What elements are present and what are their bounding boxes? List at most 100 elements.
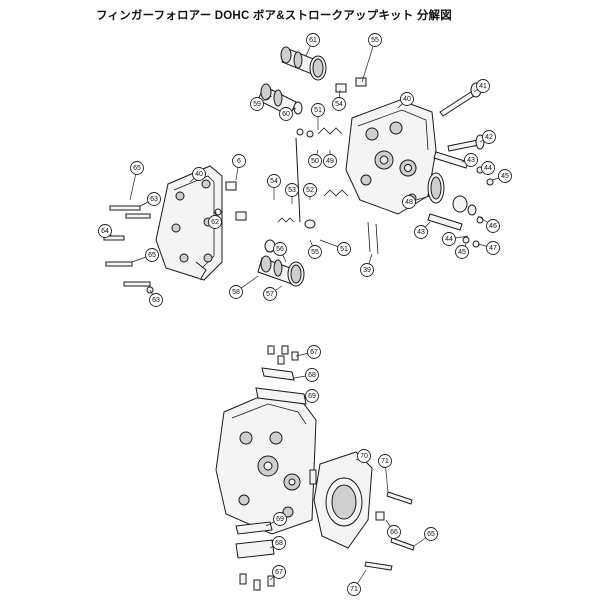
callout-55: 55 [368, 33, 382, 47]
callout-number: 65 [133, 165, 141, 172]
callout-number: 68 [275, 540, 283, 547]
callout-number: 42 [485, 134, 493, 141]
callout-51: 51 [337, 242, 351, 256]
callout-number: 40 [195, 171, 203, 178]
callout-number: 65 [427, 531, 435, 538]
callout-6: 6 [232, 154, 246, 168]
callout-number: 52 [306, 187, 314, 194]
callout-number: 44 [445, 236, 453, 243]
callout-67: 67 [307, 345, 321, 359]
callout-number: 45 [458, 249, 466, 256]
callout-number: 62 [211, 219, 219, 226]
callout-number: 71 [381, 458, 389, 465]
cam-sprocket [427, 172, 477, 216]
camshaft-top [280, 46, 327, 81]
callout-45: 45 [455, 245, 469, 259]
callout-59: 59 [250, 97, 264, 111]
callout-67: 67 [272, 565, 286, 579]
callout-number: 43 [417, 229, 425, 236]
callout-number: 69 [308, 393, 316, 400]
callout-70: 70 [357, 449, 371, 463]
callout-65: 65 [424, 527, 438, 541]
callout-61: 61 [306, 33, 320, 47]
callout-56: 56 [273, 242, 287, 256]
callout-43: 43 [414, 225, 428, 239]
callout-52: 52 [303, 183, 317, 197]
plates-top [255, 367, 307, 405]
callout-53: 53 [285, 183, 299, 197]
callout-number: 70 [360, 453, 368, 460]
callout-number: 66 [390, 529, 398, 536]
valve-small-parts [462, 166, 494, 248]
callout-43: 43 [464, 153, 478, 167]
bolts-right [309, 469, 415, 571]
callout-number: 63 [150, 196, 158, 203]
cam-cover-left [155, 165, 223, 281]
callout-58: 58 [229, 285, 243, 299]
callout-64: 64 [98, 224, 112, 238]
callout-55: 55 [308, 245, 322, 259]
callouts: 61 55 59 51 54 40 60 41 42 50 49 43 44 45 6 40 65 63 62 54 5… [98, 33, 512, 596]
callout-number: 65 [148, 252, 156, 259]
callout-number: 55 [311, 249, 319, 256]
callout-40: 40 [192, 167, 206, 181]
callout-65: 65 [130, 161, 144, 175]
callout-number: 68 [308, 372, 316, 379]
callout-number: 46 [489, 223, 497, 230]
callout-40: 40 [400, 92, 414, 106]
callout-number: 64 [101, 228, 109, 235]
callout-number: 40 [403, 96, 411, 103]
callout-number: 6 [237, 158, 241, 165]
callout-57: 57 [263, 287, 277, 301]
callout-number: 51 [314, 107, 322, 114]
callout-66: 66 [387, 525, 401, 539]
callout-68: 68 [272, 536, 286, 550]
callout-71: 71 [347, 582, 361, 596]
callout-leader [361, 39, 376, 83]
callout-number: 54 [335, 101, 343, 108]
callout-number: 61 [309, 37, 317, 44]
callout-number: 67 [275, 569, 283, 576]
callout-50: 50 [308, 154, 322, 168]
callout-number: 41 [479, 83, 487, 90]
callout-44: 44 [442, 232, 456, 246]
callout-47: 47 [486, 241, 500, 255]
page-title: フィンガーフォロアー DOHC ボア&ストロークアップキット 分解図 [96, 10, 452, 22]
callout-46: 46 [486, 219, 500, 233]
callout-number: 47 [489, 245, 497, 252]
cylinder-block-bottom [215, 393, 317, 535]
callout-number: 45 [501, 173, 509, 180]
callout-number: 58 [232, 289, 240, 296]
callout-number: 48 [405, 199, 413, 206]
callout-number: 63 [152, 297, 160, 304]
valves [439, 82, 485, 152]
callout-68: 68 [305, 368, 319, 382]
callout-number: 56 [276, 246, 284, 253]
callout-69: 69 [305, 389, 319, 403]
callout-60: 60 [279, 107, 293, 121]
callout-71: 71 [378, 454, 392, 468]
callout-number: 54 [270, 178, 278, 185]
callout-63: 63 [149, 293, 163, 307]
callout-number: 71 [350, 586, 358, 593]
callout-49: 49 [323, 154, 337, 168]
callout-51: 51 [311, 103, 325, 117]
callout-number: 44 [484, 165, 492, 172]
cylinder-head-right [345, 99, 437, 215]
callout-63: 63 [147, 192, 161, 206]
bolts-top [267, 345, 299, 365]
callout-39: 39 [360, 263, 374, 277]
callout-number: 57 [266, 291, 274, 298]
valve-guides [427, 151, 469, 231]
callout-number: 59 [253, 101, 261, 108]
callout-number: 53 [288, 187, 296, 194]
callout-number: 39 [363, 267, 371, 274]
callout-number: 50 [311, 158, 319, 165]
callout-54: 54 [332, 97, 346, 111]
bolts-39 [367, 221, 379, 255]
bolts-bottom [239, 573, 275, 591]
callout-54: 54 [267, 174, 281, 188]
callout-number: 55 [371, 37, 379, 44]
camshaft-bottom [257, 255, 305, 287]
